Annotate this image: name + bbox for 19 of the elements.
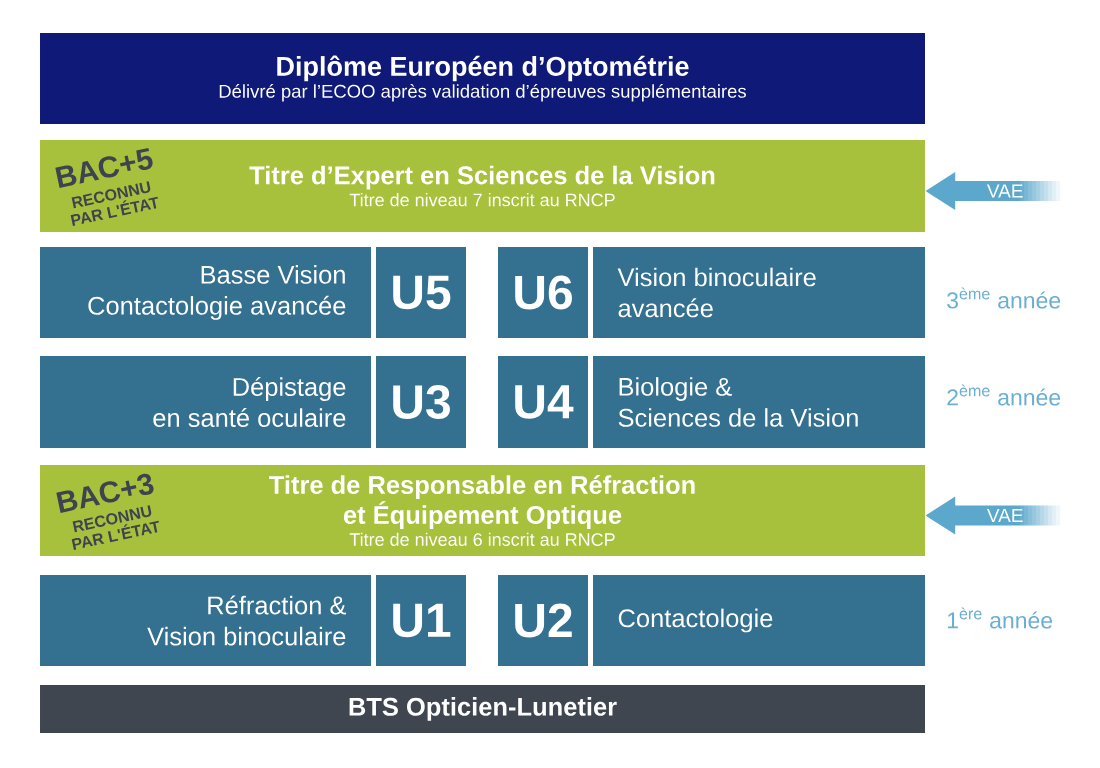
unit-code-box: U4 [498,356,588,448]
title-band: Diplôme Européen d’Optométrie Délivré par l’ECOO après validation d’épreuves supplémentaires [40,33,925,124]
module-box: Biologie & Sciences de la Vision [593,356,925,448]
edge-label: VAE [987,508,1023,523]
year-label: 2$^{ème}$ année [947,384,1061,406]
title-band: BTS Opticien-Lunetier [40,685,925,733]
year-label: 1$^{ère}$ année [947,607,1053,629]
module-box: Dépistage en santé oculaire [40,356,371,448]
unit-code-box: U1 [376,575,466,666]
module-box: Contactologie [593,575,925,666]
module-box: Basse Vision Contactologie avancée [40,247,371,338]
year-label: 3$^{ème}$ année [947,287,1061,309]
module-box: Réfraction & Vision binoculaire [40,575,371,666]
unit-code-box: U2 [498,575,588,666]
unit-code-box: U6 [498,247,588,338]
edge-label: VAE [987,184,1023,198]
module-box: Vision binoculaire avancée [593,247,925,338]
unit-code-box: U3 [376,356,466,448]
unit-code-box: U5 [376,247,466,338]
